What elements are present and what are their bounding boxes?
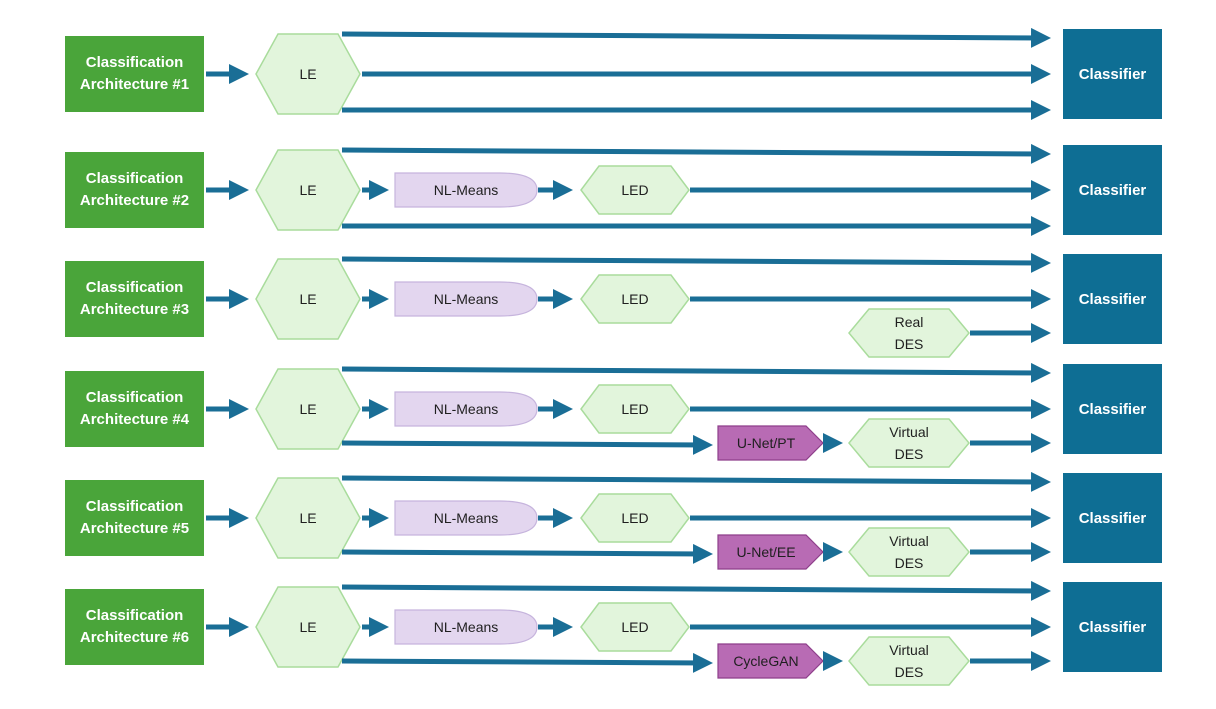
classifier-box-1 (1063, 29, 1162, 119)
generator-box-5 (717, 534, 824, 570)
architecture-box-4 (65, 371, 204, 447)
nlmeans-box-6 (394, 609, 538, 645)
led-hexagon-2 (580, 165, 690, 215)
architecture-box-5 (65, 480, 204, 556)
architecture-box-1 (65, 36, 204, 112)
arrow-le-top-3 (341, 252, 1051, 273)
classifier-box-3 (1063, 254, 1162, 344)
generator-box-6 (717, 643, 824, 679)
led-hexagon-6 (580, 602, 690, 652)
nlmeans-box-4 (394, 391, 538, 427)
des-hexagon-5 (848, 527, 970, 577)
des-hexagon-4 (848, 418, 970, 468)
le-hexagon-3 (255, 258, 361, 340)
nlmeans-box-2 (394, 172, 538, 208)
nlmeans-box-3 (394, 281, 538, 317)
le-hexagon-2 (255, 149, 361, 231)
classifier-box-5 (1063, 473, 1162, 563)
arrow-le-top-6 (341, 580, 1051, 601)
generator-box-4 (717, 425, 824, 461)
des-hexagon-6 (848, 636, 970, 686)
architecture-box-3 (65, 261, 204, 337)
des-hexagon-3 (848, 308, 970, 358)
arrow-le-to-generator-4 (341, 434, 713, 455)
arrow-le-to-generator-6 (341, 652, 713, 673)
le-hexagon-5 (255, 477, 361, 559)
arrow-le-to-generator-5 (341, 543, 713, 564)
arrow-le-top-1 (341, 27, 1051, 48)
le-hexagon-4 (255, 368, 361, 450)
architecture-box-6 (65, 589, 204, 665)
classifier-box-6 (1063, 582, 1162, 672)
arrow-le-top-2 (341, 143, 1051, 164)
led-hexagon-3 (580, 274, 690, 324)
le-hexagon-6 (255, 586, 361, 668)
led-hexagon-4 (580, 384, 690, 434)
le-hexagon-1 (255, 33, 361, 115)
classifier-box-4 (1063, 364, 1162, 454)
classifier-box-2 (1063, 145, 1162, 235)
architecture-box-2 (65, 152, 204, 228)
led-hexagon-5 (580, 493, 690, 543)
nlmeans-box-5 (394, 500, 538, 536)
arrow-le-top-5 (341, 471, 1051, 492)
arrow-le-top-4 (341, 362, 1051, 383)
